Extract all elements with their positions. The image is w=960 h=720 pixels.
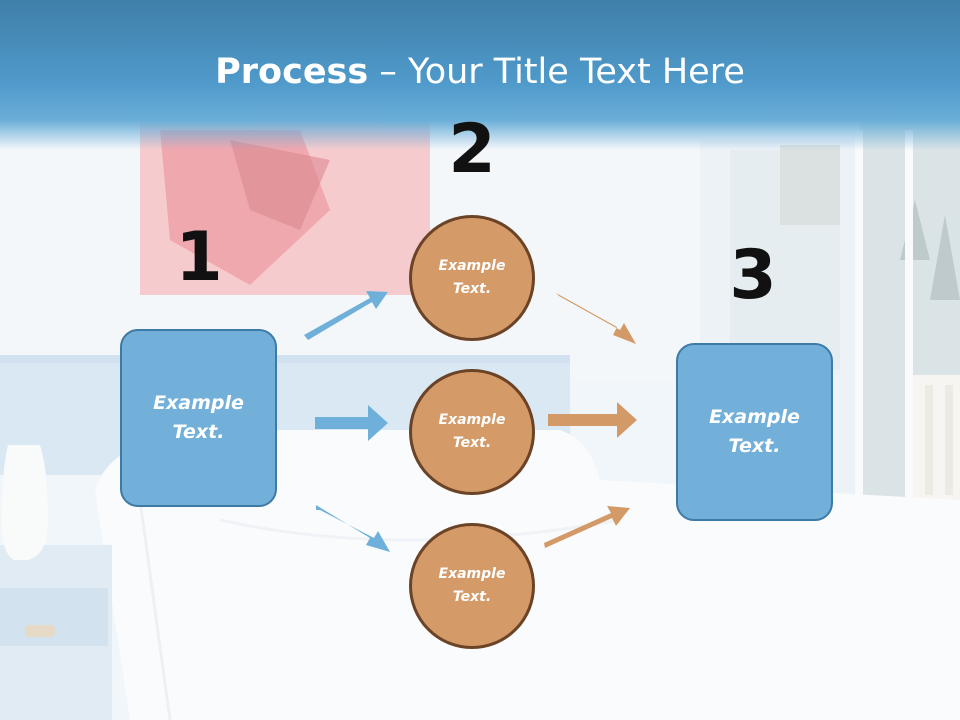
step-number-3: 3 (729, 236, 777, 315)
orange-arrow-down (556, 293, 636, 344)
orange-arrow-up (544, 506, 630, 548)
right-step-box-text: Example Text. (709, 406, 800, 457)
step-circle-middle-text: Example Text. (438, 412, 506, 451)
title-rest: – Your Title Text Here (368, 52, 745, 92)
step-number-2: 2 (448, 110, 496, 189)
blue-arrow-down (316, 505, 390, 552)
step-circle-bottom-text: Example Text. (438, 566, 506, 605)
left-step-box: Example Text. (120, 329, 277, 507)
blue-arrow-up (304, 291, 388, 340)
slide-title: Process – Your Title Text Here (0, 52, 960, 92)
title-bold: Process (215, 52, 369, 92)
step-circle-bottom: Example Text. (409, 523, 535, 649)
orange-arrow-right (548, 402, 637, 438)
step-circle-top-text: Example Text. (438, 258, 506, 297)
step-number-1: 1 (175, 218, 223, 297)
title-bar (0, 0, 960, 150)
step-circle-middle: Example Text. (409, 369, 535, 495)
left-step-box-text: Example Text. (153, 392, 244, 443)
blue-arrow-right (315, 405, 388, 441)
step-circle-top: Example Text. (409, 215, 535, 341)
right-step-box: Example Text. (676, 343, 833, 521)
